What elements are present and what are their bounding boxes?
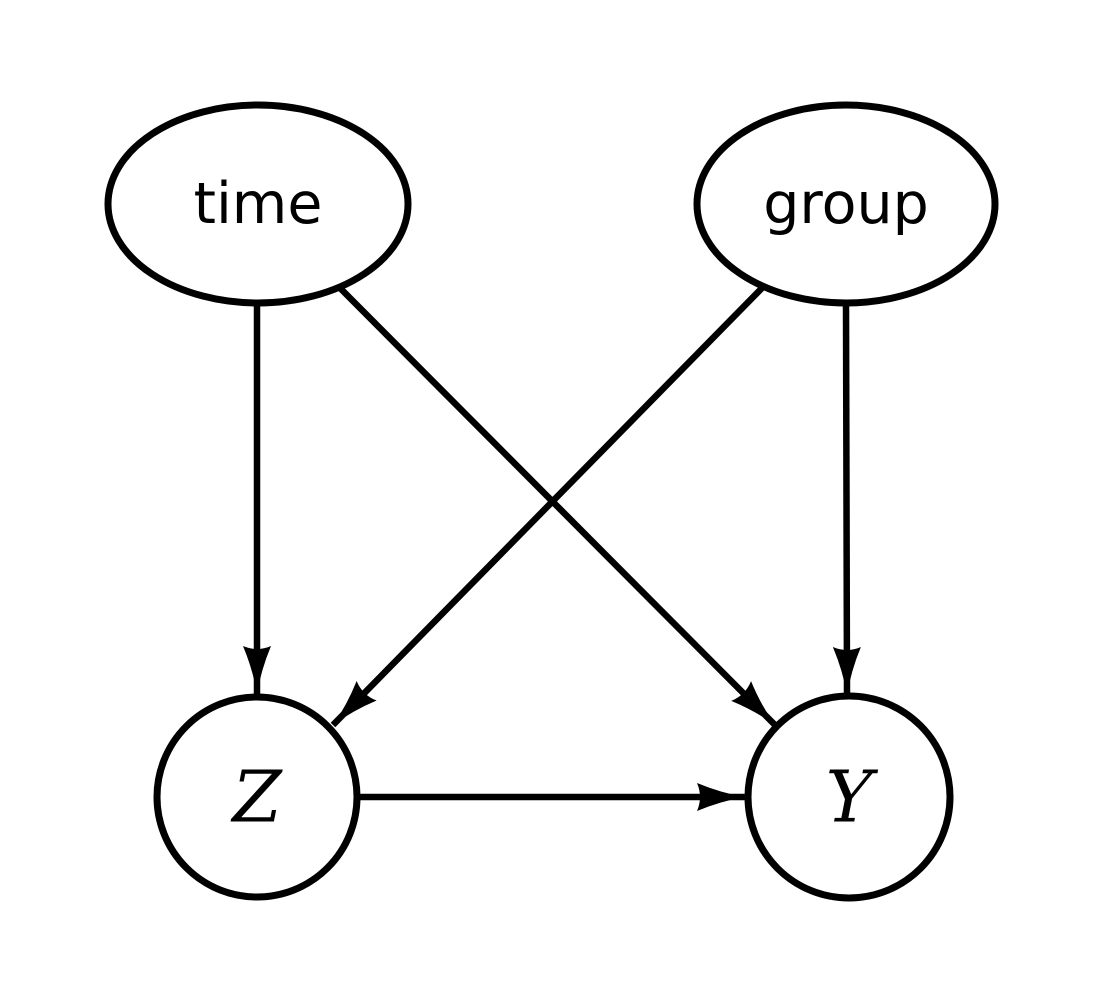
edge-time-to-Y [337, 285, 778, 728]
edge-group-to-Y [832, 303, 861, 696]
node-shape-group [693, 101, 999, 307]
edge-line-group-to-Y [832, 303, 861, 696]
node-Z: Z [153, 693, 361, 901]
edge-group-to-Z [330, 285, 765, 728]
node-shape-Y [744, 692, 954, 902]
edge-line-time-to-Y [337, 285, 778, 728]
edges-layer [243, 285, 861, 811]
node-label-time: time [194, 171, 323, 237]
node-Y: Y [744, 692, 954, 902]
node-label-group: group [763, 171, 929, 237]
edge-line-group-to-Z [330, 285, 765, 728]
node-label-Y: Y [826, 756, 879, 839]
node-group: group [693, 101, 999, 307]
node-label-Z: Z [230, 756, 283, 839]
node-shape-time [104, 101, 412, 307]
node-shape-Z [153, 693, 361, 901]
node-time: time [104, 101, 412, 307]
